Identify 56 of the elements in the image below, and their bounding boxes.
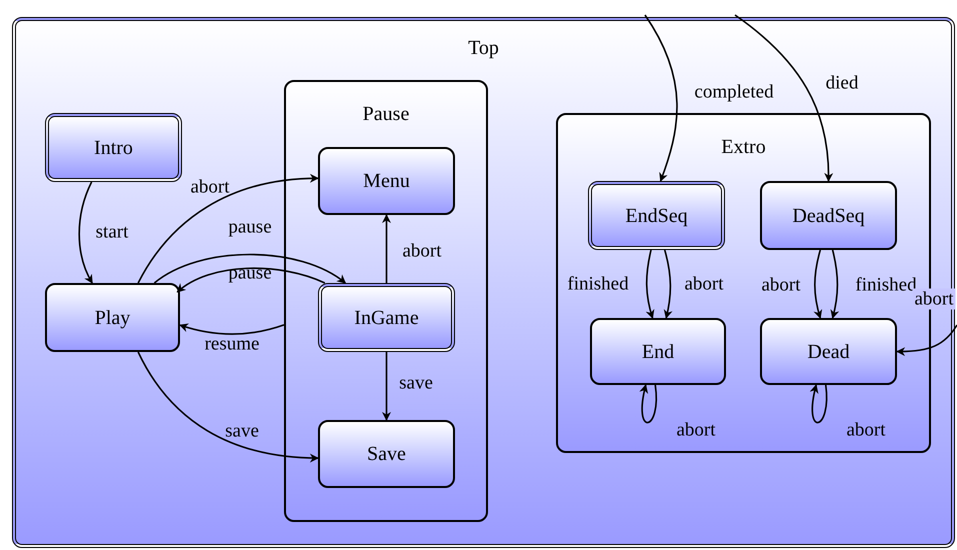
edge-label: died bbox=[826, 74, 858, 92]
edge-label: abort bbox=[402, 242, 442, 260]
transition-arrow bbox=[644, 14, 678, 182]
edge-label: abort bbox=[912, 288, 956, 310]
transition-arrow bbox=[78, 182, 93, 284]
edge-label: abort bbox=[190, 178, 230, 196]
state-name: Menu bbox=[363, 171, 410, 191]
edge-label: start bbox=[96, 222, 128, 242]
state-name: Dead bbox=[807, 342, 850, 362]
edge-label: abort bbox=[846, 420, 886, 440]
state-name: Play bbox=[94, 308, 130, 328]
transition-arrow bbox=[734, 14, 833, 182]
edge-label: abort bbox=[684, 274, 724, 294]
transition-arrow bbox=[830, 250, 839, 319]
state-name: DeadSeq bbox=[792, 206, 865, 226]
state-box bbox=[45, 113, 182, 182]
transition-arrow bbox=[154, 254, 346, 284]
transition-arrow bbox=[646, 250, 654, 319]
state-box bbox=[318, 283, 455, 352]
state-box bbox=[45, 283, 180, 352]
self-loop-arrow bbox=[810, 384, 828, 424]
state-name: EndSeq bbox=[625, 206, 688, 226]
state-box bbox=[318, 420, 455, 488]
self-loop-arrow bbox=[640, 384, 657, 424]
state-name: Top bbox=[467, 38, 500, 58]
edge-label: completed bbox=[694, 82, 774, 102]
transition-arrow bbox=[382, 214, 391, 283]
state-box bbox=[760, 181, 897, 250]
edge-label: abort bbox=[676, 420, 716, 440]
edge-label: pause bbox=[228, 264, 272, 282]
edge-label: resume bbox=[204, 334, 260, 354]
state-box bbox=[588, 181, 725, 250]
state-name: Extro bbox=[720, 137, 767, 157]
edge-label: save bbox=[225, 422, 259, 440]
state-group bbox=[12, 17, 955, 548]
state-name: InGame bbox=[354, 308, 419, 328]
state-name: Save bbox=[367, 444, 406, 464]
state-box bbox=[318, 147, 455, 215]
edge-label: save bbox=[399, 374, 433, 392]
edge-label: pause bbox=[228, 218, 272, 236]
state-box bbox=[590, 318, 726, 385]
transition-arrow bbox=[814, 250, 822, 319]
state-box bbox=[760, 318, 897, 385]
transition-arrow bbox=[179, 323, 284, 335]
transition-arrow bbox=[896, 324, 957, 356]
state-name: End bbox=[642, 342, 674, 362]
transition-arrow bbox=[137, 352, 319, 462]
edge-label: finished bbox=[567, 274, 629, 294]
transition-arrow bbox=[137, 174, 319, 284]
transition-arrow bbox=[664, 250, 672, 319]
state-name: Intro bbox=[94, 138, 133, 158]
state-name: Pause bbox=[362, 104, 410, 124]
state-group bbox=[284, 80, 488, 522]
transition-arrow bbox=[382, 352, 391, 421]
edge-label: abort bbox=[761, 276, 801, 294]
transition-arrow bbox=[176, 268, 326, 293]
